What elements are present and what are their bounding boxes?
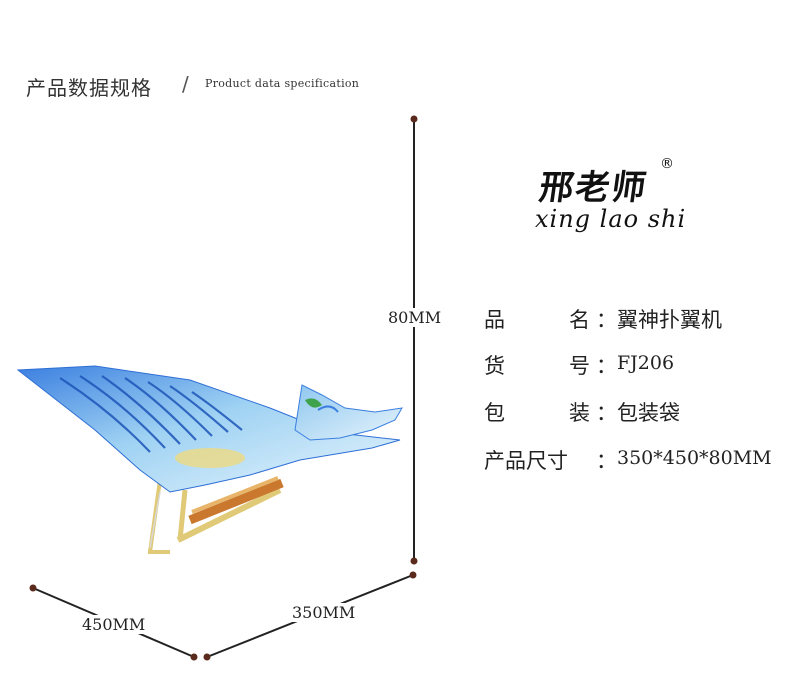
frame bbox=[148, 476, 284, 554]
spec-separator: ： bbox=[596, 401, 617, 425]
title-divider: / bbox=[182, 72, 189, 96]
spec-separator: ： bbox=[596, 449, 617, 473]
spec-separator: ： bbox=[596, 308, 617, 332]
ornithopter-image bbox=[16, 365, 403, 554]
spec-label: 品名 bbox=[484, 308, 590, 332]
spec-row-packaging: 包装 ： 包装袋 bbox=[484, 397, 680, 427]
length-label: 350MM bbox=[290, 603, 358, 622]
feather-pattern bbox=[59, 375, 243, 453]
registered-mark: ® bbox=[660, 156, 674, 172]
spec-value: 包装袋 bbox=[617, 401, 680, 425]
spec-label: 货号 bbox=[484, 354, 590, 378]
spec-label: 产品尺寸 bbox=[484, 449, 568, 473]
section-title: 产品数据规格 bbox=[26, 76, 152, 100]
height-dimension-line bbox=[410, 115, 418, 565]
spec-row-product-size: 产品尺寸 ： 350*450*80MM bbox=[484, 445, 772, 475]
tail-emblem bbox=[305, 398, 322, 408]
spec-label: 包装 bbox=[484, 401, 590, 425]
spec-row-product-name: 品名 ： 翼神扑翼机 bbox=[484, 304, 722, 334]
spec-value: 翼神扑翼机 bbox=[617, 308, 722, 332]
height-label: 80MM bbox=[386, 308, 444, 327]
main-wing bbox=[16, 365, 401, 493]
spec-value: 350*450*80MM bbox=[617, 447, 772, 469]
spec-value: FJ206 bbox=[617, 352, 675, 374]
body-highlight bbox=[175, 448, 245, 468]
brand-logo-pinyin: xing lao shi bbox=[535, 205, 687, 233]
tail-fin bbox=[294, 384, 403, 441]
width-label: 450MM bbox=[80, 615, 148, 634]
section-subtitle: Product data specification bbox=[205, 77, 360, 90]
spec-row-item-number: 货号 ： FJ206 bbox=[484, 350, 674, 380]
spec-separator: ： bbox=[596, 354, 617, 378]
